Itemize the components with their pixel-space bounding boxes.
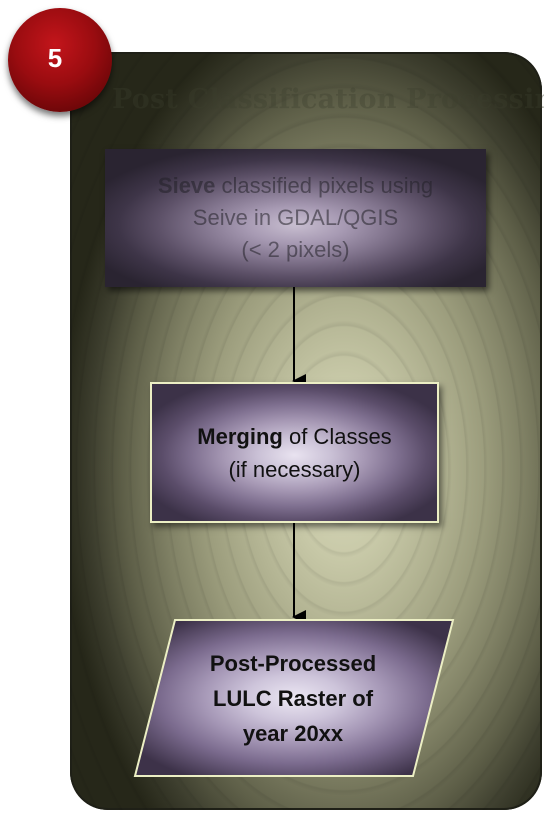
merge-step-keyword: Merging	[197, 423, 283, 449]
merge-step-line-1: Merging of Classes	[197, 420, 391, 453]
output-line-1: Post-Processed	[209, 650, 377, 676]
merge-step-box: Merging of Classes (if necessary)	[150, 382, 439, 523]
sieve-step-line-2: Seive in GDAL/QGIS	[192, 205, 399, 230]
sieve-step-keyword: Sieve	[157, 173, 216, 198]
sieve-step-line-3: (< 2 pixels)	[241, 237, 350, 262]
output-data-parallelogram: Post-Processed LULC Raster of year 20xx	[133, 618, 455, 778]
parallelogram-shape	[133, 619, 455, 777]
step-number-badge: 5	[8, 8, 112, 112]
sieve-step-line-1: Sieve classified pixels using	[158, 170, 433, 202]
step-number: 5	[47, 42, 63, 73]
output-label: Post-Processed LULC Raster of year 20xx	[173, 618, 413, 778]
output-line-2: LULC Raster of	[212, 685, 374, 711]
panel-title: Post Classification Processing	[112, 84, 544, 115]
merge-step-line-2: (if necessary)	[228, 456, 361, 482]
merge-step-text: of Classes	[282, 423, 392, 449]
sieve-step-text: classified pixels using	[215, 173, 434, 198]
sieve-step-box: Sieve classified pixels using Seive in G…	[105, 149, 486, 287]
output-line-3: year 20xx	[242, 720, 344, 746]
